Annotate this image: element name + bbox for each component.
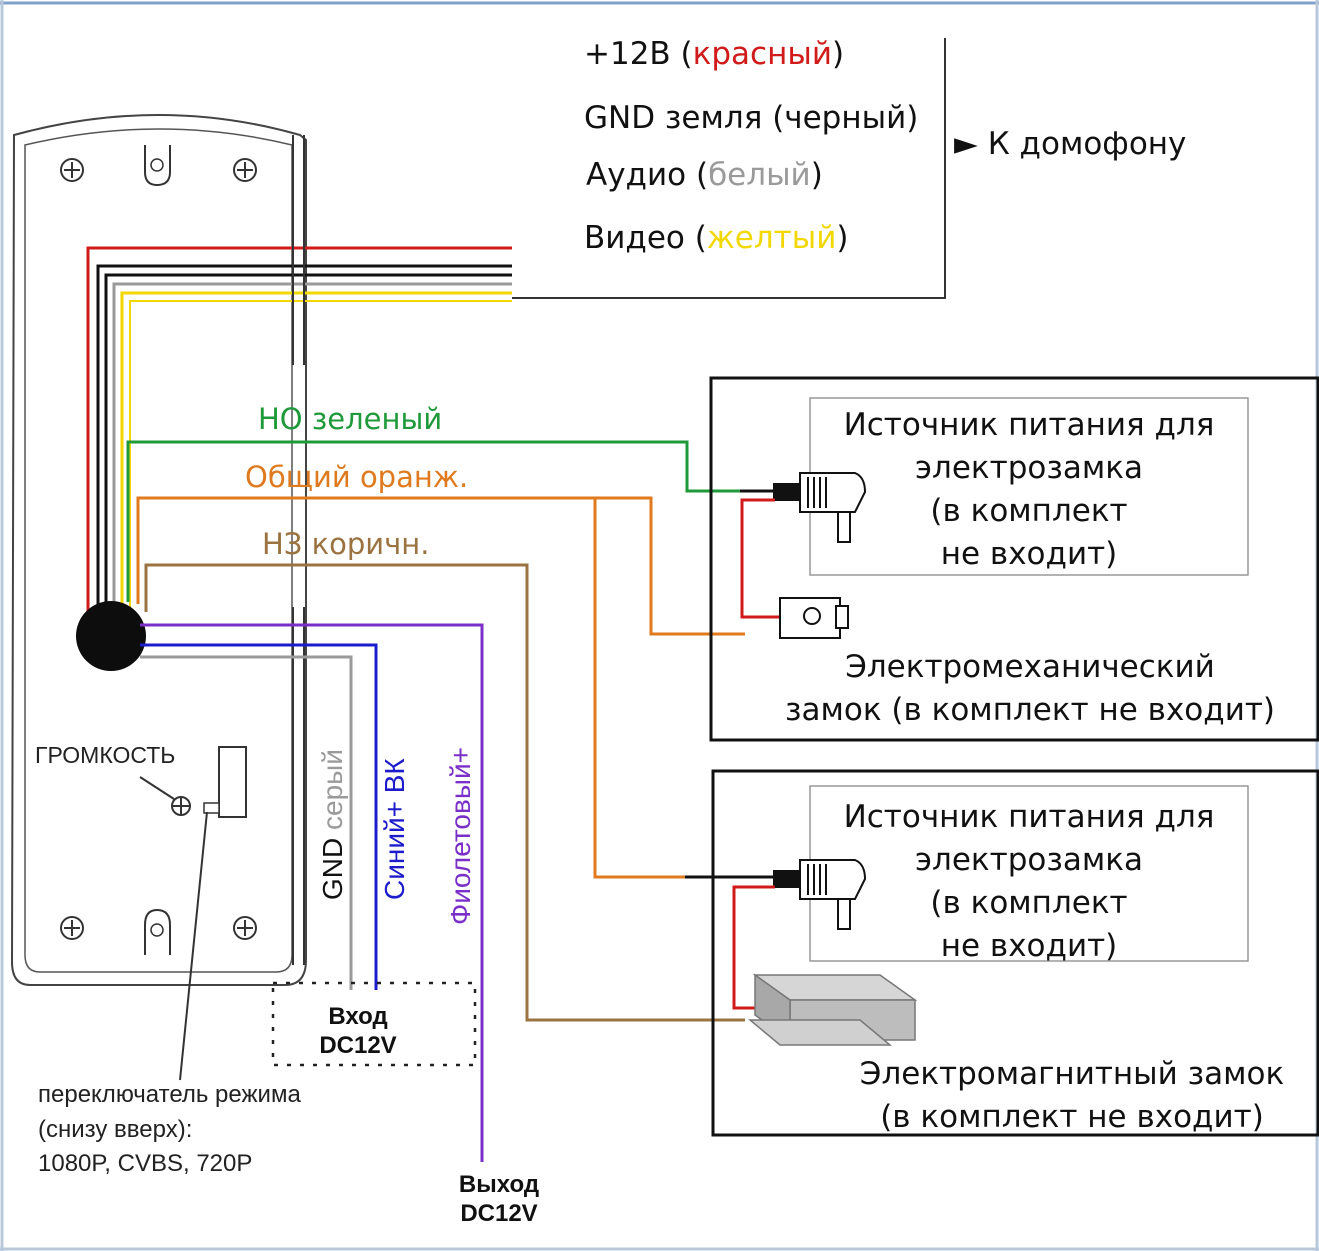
power-adapter-icon xyxy=(773,859,867,930)
lock-box-2 xyxy=(711,769,1319,1137)
wire-label-gnd: GND земля (черный) xyxy=(584,100,919,136)
gnd-gray-label: GND серый xyxy=(317,749,348,900)
electromechanical-lock-icon xyxy=(779,597,849,639)
red-color-word: красный xyxy=(692,36,832,72)
box1-lock-label: Электромеханический замок (в комплект не… xyxy=(784,649,1275,728)
mount-slot-icon xyxy=(144,145,171,187)
box1-power-source-label: Источник питания для электрозамка (в ком… xyxy=(843,407,1215,572)
box2-lock-label: Электромагнитный замок (в комплект не вх… xyxy=(859,1056,1285,1135)
blue-wire-label: Синий+ ВК xyxy=(379,758,410,900)
intercom-cable xyxy=(86,246,512,628)
power-adapter-icon xyxy=(773,472,867,543)
door-panel xyxy=(10,114,307,1081)
lock-box-1 xyxy=(709,376,1319,742)
violet-wire-label: Фиолетовый+ xyxy=(445,747,476,925)
screw-icon xyxy=(233,158,257,182)
wire-label-video: Видео (желтый) xyxy=(584,220,849,256)
cable-hub xyxy=(76,601,146,671)
volume-knob-icon xyxy=(171,796,191,816)
to-intercom-label: ► К домофону xyxy=(954,126,1187,162)
gray-wire xyxy=(140,655,353,990)
screw-icon xyxy=(60,916,84,940)
yellow-color-word: желтый xyxy=(706,220,837,256)
green-wire xyxy=(126,440,775,602)
orange-wire-label: Общий оранж. xyxy=(245,460,469,494)
volume-label: ГРОМКОСТЬ xyxy=(35,742,176,768)
mode-switch-line1: переключатель режима xyxy=(38,1081,301,1108)
brown-wire xyxy=(144,563,745,1022)
wire-label-audio: Аудио (белый) xyxy=(586,157,823,193)
intercom-bracket xyxy=(512,38,946,299)
green-wire-label: НО зеленый xyxy=(258,402,443,436)
box2-power-source-label: Источник питания для электрозамка (в ком… xyxy=(843,799,1215,964)
mount-slot-icon xyxy=(144,908,171,955)
white-color-word: белый xyxy=(708,157,811,193)
electromagnetic-lock-icon xyxy=(747,973,918,1046)
screw-icon xyxy=(60,158,84,182)
mode-switch-icon xyxy=(218,746,247,818)
violet-wire xyxy=(140,623,484,1162)
blue-wire xyxy=(140,643,378,990)
mode-switch-line2: (снизу вверх): xyxy=(38,1116,193,1143)
brown-wire-label: НЗ коричн. xyxy=(262,527,430,561)
wire-label-power: +12В (красный) xyxy=(584,36,845,72)
mode-switch-line3: 1080P, CVBS, 720P xyxy=(38,1150,253,1177)
screw-icon xyxy=(233,916,257,940)
